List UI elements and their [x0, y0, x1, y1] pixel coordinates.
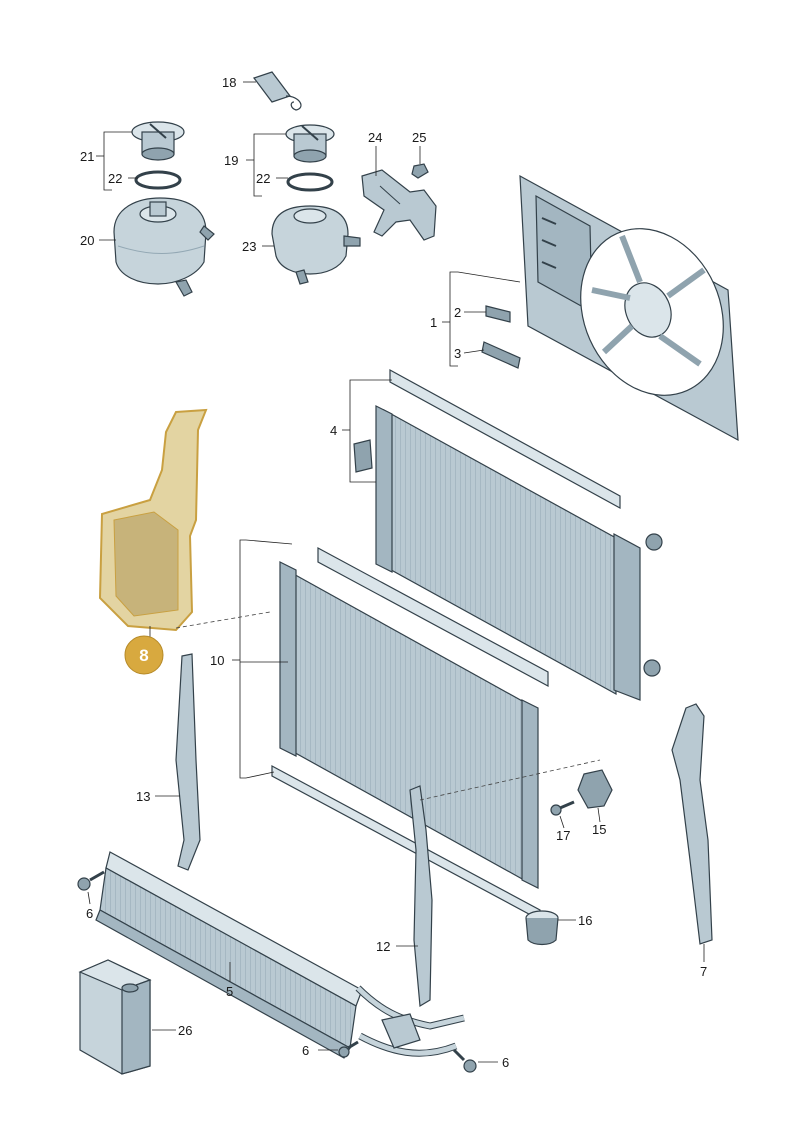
part-23-reservoir-right — [271, 205, 361, 285]
part-24-bracket — [361, 169, 437, 241]
part-8-air-guide-highlighted: 8 — [98, 408, 208, 675]
part-19-cap-right — [285, 124, 335, 163]
part-6-screw-b — [338, 1040, 359, 1058]
part-12-side-seal-center — [409, 785, 433, 1008]
part-22-seal-right — [286, 172, 334, 192]
callout-2: 2 — [454, 305, 461, 320]
part-5-lower-cooler — [95, 851, 363, 1059]
part-7-side-seal-right — [671, 703, 713, 945]
part-25-nut — [411, 163, 429, 179]
part-21-cap-left — [131, 121, 185, 161]
part-20-reservoir-left — [113, 197, 215, 297]
part-17-screw — [550, 800, 575, 816]
badge-8 — [124, 635, 164, 675]
callout-26: 26 — [178, 1023, 192, 1038]
callout-13: 13 — [136, 789, 150, 804]
part-16-plug — [525, 910, 559, 946]
leader-lines — [87, 81, 705, 1063]
callout-1: 1 — [430, 315, 437, 330]
callout-12: 12 — [376, 939, 390, 954]
part-15-mount — [577, 769, 613, 809]
callout-24: 24 — [368, 130, 382, 145]
part-3-strip — [481, 341, 521, 369]
badge-8-label: 8 — [139, 646, 148, 665]
callout-19: 19 — [224, 153, 238, 168]
callout-labels: 18 21 22 20 19 22 23 24 25 1 2 3 4 10 13… — [80, 75, 707, 1070]
callout-16: 16 — [578, 913, 592, 928]
part-4-radiator — [353, 368, 663, 701]
callout-10: 10 — [210, 653, 224, 668]
callout-18: 18 — [222, 75, 236, 90]
part-26-coolant-canister — [78, 959, 152, 1075]
callout-17: 17 — [556, 828, 570, 843]
part-6-screw-c — [452, 1048, 477, 1073]
callout-20: 20 — [80, 233, 94, 248]
callout-22-left: 22 — [108, 171, 122, 186]
part-2-clip — [485, 305, 511, 323]
callout-4: 4 — [330, 423, 337, 438]
callout-23: 23 — [242, 239, 256, 254]
part-18-cap-strap — [253, 71, 302, 111]
callout-15: 15 — [592, 822, 606, 837]
callout-21: 21 — [80, 149, 94, 164]
callout-5: 5 — [226, 984, 233, 999]
part-10-condenser — [271, 546, 549, 922]
coolant-pipes — [355, 985, 465, 1057]
callout-25: 25 — [412, 130, 426, 145]
part-6-screw-a — [77, 870, 105, 891]
callout-6-right: 6 — [502, 1055, 509, 1070]
callout-6-bottom: 6 — [302, 1043, 309, 1058]
callout-7: 7 — [700, 964, 707, 979]
part-13-side-seal-left — [175, 653, 201, 871]
part-22-seal-left — [134, 170, 182, 190]
part-1-fan-shroud — [519, 174, 739, 442]
callout-3: 3 — [454, 346, 461, 361]
callout-22-right: 22 — [256, 171, 270, 186]
callout-6-left: 6 — [86, 906, 93, 921]
